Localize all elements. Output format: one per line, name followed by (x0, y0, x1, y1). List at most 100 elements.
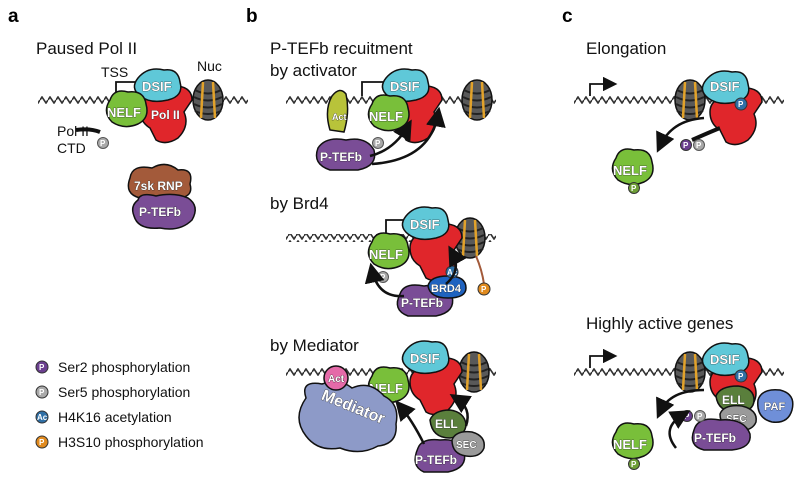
ptefb-label-b2: P-TEFb (401, 296, 443, 310)
rnp-7sk (127, 163, 192, 199)
nelf-label-c1: NELF (613, 163, 647, 178)
dsif-label-c2: DSIF (710, 352, 740, 367)
nucleosome-c2 (673, 350, 707, 394)
paf-c2 (757, 388, 794, 423)
nelf-p-dot-c1 (628, 182, 640, 194)
dsif-b3 (401, 340, 450, 375)
legend: P Ser2 phosphorylation P Ser5 phosphoryl… (35, 359, 204, 450)
activator-b1 (326, 89, 349, 133)
activator-b3 (323, 365, 349, 391)
arrow-b1-nelf (369, 119, 412, 158)
ptefb-label-a: P-TEFb (139, 205, 181, 219)
panel-b-title-line2: by activator (270, 61, 357, 80)
nucleosome-b3 (457, 350, 491, 394)
tss-arrow-b2 (385, 219, 408, 234)
sec-label-b3: SEC (456, 440, 477, 451)
dsif-p-label-c2: P (738, 372, 744, 381)
legend-symbol-ser2: P (39, 363, 45, 372)
dsif-label-c1: DSIF (710, 79, 740, 94)
paf-label-c2: PAF (764, 401, 785, 413)
ptefb-b1 (315, 138, 376, 171)
brd4-b2 (427, 275, 467, 299)
sec-b3 (451, 430, 485, 458)
brd4-label: BRD4 (431, 283, 462, 295)
ser5-dot-label-b1: P (375, 139, 381, 148)
nelf-label-b2: NELF (369, 247, 403, 262)
ser2-dot-label-c2: P (684, 412, 690, 421)
dsif-p-dot-c1 (734, 97, 748, 111)
legend-text-ser2: Ser2 phosphorylation (58, 359, 190, 375)
ptefb-label-b1: P-TEFb (320, 150, 362, 164)
h3s10-dot-label-b2: P (481, 285, 487, 294)
ctd-tail-a (75, 127, 101, 134)
nelf-p-dot-c2 (628, 458, 640, 470)
sec-label-c2: SEC (726, 414, 747, 425)
dsif-label-b2: DSIF (410, 217, 440, 232)
dsif-label-b1: DSIF (390, 79, 420, 94)
nucleosome-c1 (673, 78, 707, 122)
nucleosome-b1 (460, 78, 494, 122)
ser5-dot-label-c2: P (697, 412, 703, 421)
ser2-dot-label-c1: P (683, 141, 689, 150)
tss-arrow-b1 (361, 81, 384, 96)
ctd-label-line1: Pol II (57, 123, 89, 139)
legend-dot-h3s10 (35, 435, 49, 449)
arrow-c2-release (656, 388, 705, 419)
arrow-b1-pol2 (371, 106, 446, 166)
ctd-tail-c1 (691, 126, 721, 142)
panel-b-title-line1: P-TEFb recuitment (270, 39, 413, 58)
panel-b-letter: b (246, 6, 258, 27)
ptefb-label-c2: P-TEFb (694, 431, 736, 445)
tss-arrow (115, 81, 138, 96)
nelf-c1 (611, 148, 654, 186)
pol2-label-a: Pol II (151, 108, 180, 122)
ser5-dot-c1 (693, 139, 705, 151)
arrow-b2-nelf (364, 262, 405, 298)
nelf-c2 (611, 422, 654, 460)
legend-text-ser5: Ser5 phosphorylation (58, 384, 190, 400)
legend-symbol-h3s10: P (39, 438, 45, 447)
ser5-dot-label-b2: P (380, 273, 386, 282)
arrow-b2-pol2 (445, 245, 467, 285)
ptefb-label-b3: P-TEFb (415, 453, 457, 467)
legend-dot-ser5 (35, 385, 49, 399)
dsif-p-dot-c2 (734, 369, 748, 383)
activator-label-b3: Act (328, 374, 345, 385)
mediator-title: by Mediator (270, 336, 359, 355)
ctd-label-line2: CTD (57, 140, 86, 156)
ptefb-c2 (691, 418, 751, 451)
ptefb-a (131, 193, 196, 230)
panel-c-title: Elongation (586, 39, 666, 58)
activator-label-b1: Act (332, 112, 347, 122)
h3-tail-b2 (475, 255, 485, 285)
tss-arrow-c2 (589, 348, 618, 368)
legend-text-h3s10: H3S10 phosphorylation (58, 434, 204, 450)
dsif-c1 (701, 70, 750, 105)
ser2-dot-c1 (680, 139, 692, 151)
brd4-title: by Brd4 (270, 194, 329, 213)
ser5-dot-label-a: P (100, 139, 106, 148)
legend-dot-ser2 (35, 360, 49, 374)
nelf-label-b1: NELF (369, 109, 403, 124)
panel-a-title: Paused Pol II (36, 39, 137, 58)
nucleosome-a (191, 78, 225, 122)
nelf-label-a: NELF (107, 105, 141, 120)
ser5-dot-b1 (372, 137, 384, 149)
tss-arrow-c1 (589, 76, 618, 96)
legend-dot-ac (35, 410, 49, 424)
ser5-dot-a (97, 137, 109, 149)
panel-a-letter: a (8, 6, 19, 27)
active-genes-title: Highly active genes (586, 314, 733, 333)
legend-symbol-ser5: P (39, 388, 45, 397)
dsif-label-b3: DSIF (410, 351, 440, 366)
ser5-dot-c2 (694, 410, 706, 422)
ser5-dot-label-c1: P (696, 141, 702, 150)
tss-label: TSS (101, 64, 128, 80)
legend-symbol-ac: Ac (37, 413, 48, 422)
arrow-c1-release (656, 116, 705, 153)
ac-dot-label-b2: Ac (447, 268, 458, 277)
rnp-label: 7sk RNP (134, 179, 183, 193)
ell-label-c2: ELL (722, 393, 745, 407)
nelf-p-label-c1: P (631, 184, 637, 193)
arrow-b3-nelf (395, 400, 426, 445)
